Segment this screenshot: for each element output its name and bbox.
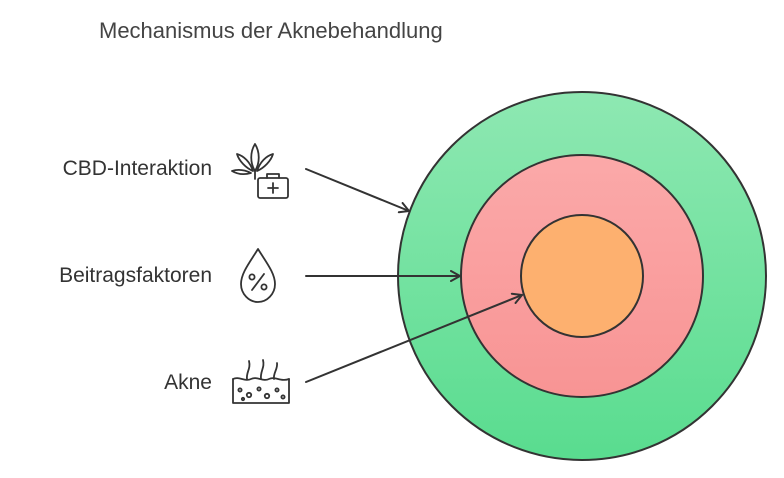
- label-acne: Akne: [164, 371, 212, 394]
- arrow-cbd-interaction: [305, 168, 410, 214]
- label-contributing-factors: Beitragsfaktoren: [59, 264, 212, 287]
- inner-core-acne: [520, 214, 644, 338]
- percent-drop-icon: [240, 248, 276, 303]
- skin-pores-icon: [232, 359, 290, 404]
- diagram-title: Mechanismus der Aknebehandlung: [99, 18, 443, 43]
- arrow-acne: [305, 292, 523, 383]
- cannabis-medical-kit-icon: [231, 143, 289, 199]
- label-cbd-interaction: CBD-Interaktion: [62, 157, 212, 180]
